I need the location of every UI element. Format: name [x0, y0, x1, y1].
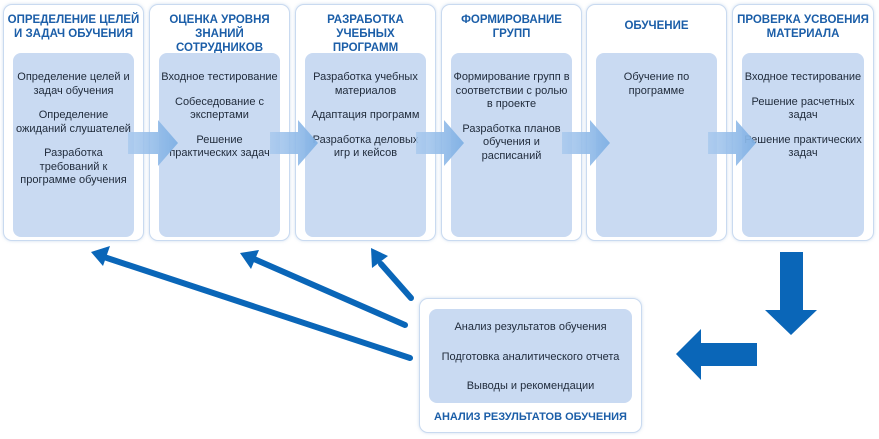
stage-item: Обучение по программе	[623, 71, 690, 97]
left-arrow-icon	[676, 329, 757, 380]
stage-title: РАЗРАБОТКА УЧЕБНЫХ ПРОГРАММ	[296, 13, 435, 55]
stage-item: Разработка учебных материалов	[313, 71, 418, 97]
analysis-item: Анализ результатов обучения	[454, 321, 607, 333]
flow-arrow-right-icon	[562, 120, 610, 166]
analysis-card: Анализ результатов обучения Подготовка а…	[419, 298, 642, 433]
stage-item: Адаптация программ	[311, 109, 420, 121]
stage-title-line: МАТЕРИАЛА	[766, 28, 840, 40]
feedback-arrow-to-assessment	[251, 256, 408, 328]
stage-card-goals: ОПРЕДЕЛЕНИЕ ЦЕЛЕЙ И ЗАДАЧ ОБУЧЕНИЯ Опред…	[3, 4, 144, 241]
stage-panel: Обучение по программе	[596, 53, 717, 237]
analysis-item: Выводы и рекомендации	[466, 380, 595, 392]
stage-item: Формирование групп в соответствии с роль…	[453, 71, 570, 110]
stage-title: ФОРМИРОВАНИЕ ГРУПП	[442, 13, 581, 41]
stage-item: Входное тестирование	[744, 71, 862, 83]
stage-item: Разработка планов обучения и расписаний	[462, 122, 561, 162]
flow-arrow-right-icon	[270, 120, 318, 166]
stage-title-line: ОБУЧЕНИЕ	[624, 20, 689, 32]
stage-title-line: ОПРЕДЕЛЕНИЕ ЦЕЛЕЙ	[7, 14, 140, 26]
stage-title: ОБУЧЕНИЕ	[587, 19, 726, 33]
stage-card-training: ОБУЧЕНИЕ Обучение по программе	[586, 4, 727, 241]
stage-item: Разработка требований к программе обучен…	[20, 147, 127, 186]
stage-title: ОПРЕДЕЛЕНИЕ ЦЕЛЕЙ И ЗАДАЧ ОБУЧЕНИЯ	[4, 13, 143, 41]
analysis-panel: Анализ результатов обучения Подготовка а…	[429, 309, 632, 403]
stage-panel: Разработка учебных материалов Адаптация …	[305, 53, 426, 237]
stage-title-line: И ЗАДАЧ ОБУЧЕНИЯ	[14, 28, 133, 40]
feedback-arrow-to-goals	[101, 254, 413, 361]
stage-title-line: ФОРМИРОВАНИЕ	[461, 14, 562, 26]
stage-title: ПРОВЕРКА УСВОЕНИЯ МАТЕРИАЛА	[733, 13, 873, 41]
stage-card-programs: РАЗРАБОТКА УЧЕБНЫХ ПРОГРАММ Разработка у…	[295, 4, 436, 241]
stage-item: Решение практических задач	[744, 133, 862, 160]
arrowhead-icon	[240, 250, 259, 269]
stage-panel: Входное тестирование Решение расчетных з…	[742, 53, 864, 237]
stage-title-line: ОЦЕНКА УРОВНЯ	[169, 14, 270, 26]
feedback-arrows	[101, 254, 414, 361]
stage-item: Решение практических задач	[169, 133, 270, 160]
stage-panel: Определение целей и задач обучения Опред…	[13, 53, 134, 237]
stage-item: Определение целей и задач обучения	[17, 71, 130, 97]
stage-title-line: РАЗРАБОТКА УЧЕБНЫХ	[327, 14, 404, 40]
stage-item: Собеседование с экспертами	[175, 95, 264, 122]
flow-arrow-right-icon	[128, 120, 178, 166]
stage-item: Разработка деловых игр и кейсов	[312, 133, 419, 160]
stage-item: Входное тестирование	[161, 71, 278, 83]
stage-card-verification: ПРОВЕРКА УСВОЕНИЯ МАТЕРИАЛА Входное тест…	[732, 4, 874, 241]
arrowhead-icon	[91, 246, 110, 266]
stage-panel: Входное тестирование Собеседование с экс…	[159, 53, 280, 237]
stage-card-assessment: ОЦЕНКА УРОВНЯ ЗНАНИЙ СОТРУДНИКОВ Входное…	[149, 4, 290, 241]
stage-item: Решение расчетных задач	[751, 95, 855, 122]
feedback-arrow-to-programs	[378, 261, 414, 301]
stage-title-line: ЗНАНИЙ СОТРУДНИКОВ	[175, 28, 264, 54]
arrowhead-icon	[371, 248, 388, 268]
stage-panel: Формирование групп в соответствии с роль…	[451, 53, 572, 237]
flow-arrow-right-icon	[708, 120, 756, 166]
stage-title-line: ПРОВЕРКА УСВОЕНИЯ	[737, 14, 869, 26]
stage-title: ОЦЕНКА УРОВНЯ ЗНАНИЙ СОТРУДНИКОВ	[150, 13, 289, 55]
analysis-title: АНАЛИЗ РЕЗУЛЬТАТОВ ОБУЧЕНИЯ	[434, 411, 627, 423]
stage-item: Определение ожиданий слушателей	[16, 109, 131, 135]
stage-card-groups: ФОРМИРОВАНИЕ ГРУПП Формирование групп в …	[441, 4, 582, 241]
down-arrow-icon	[765, 252, 817, 335]
analysis-item: Подготовка аналитического отчета	[441, 350, 620, 363]
stage-title-line: ПРОГРАММ	[332, 42, 399, 54]
stage-title-line: ГРУПП	[492, 28, 531, 40]
flow-arrow-right-icon	[416, 120, 464, 166]
